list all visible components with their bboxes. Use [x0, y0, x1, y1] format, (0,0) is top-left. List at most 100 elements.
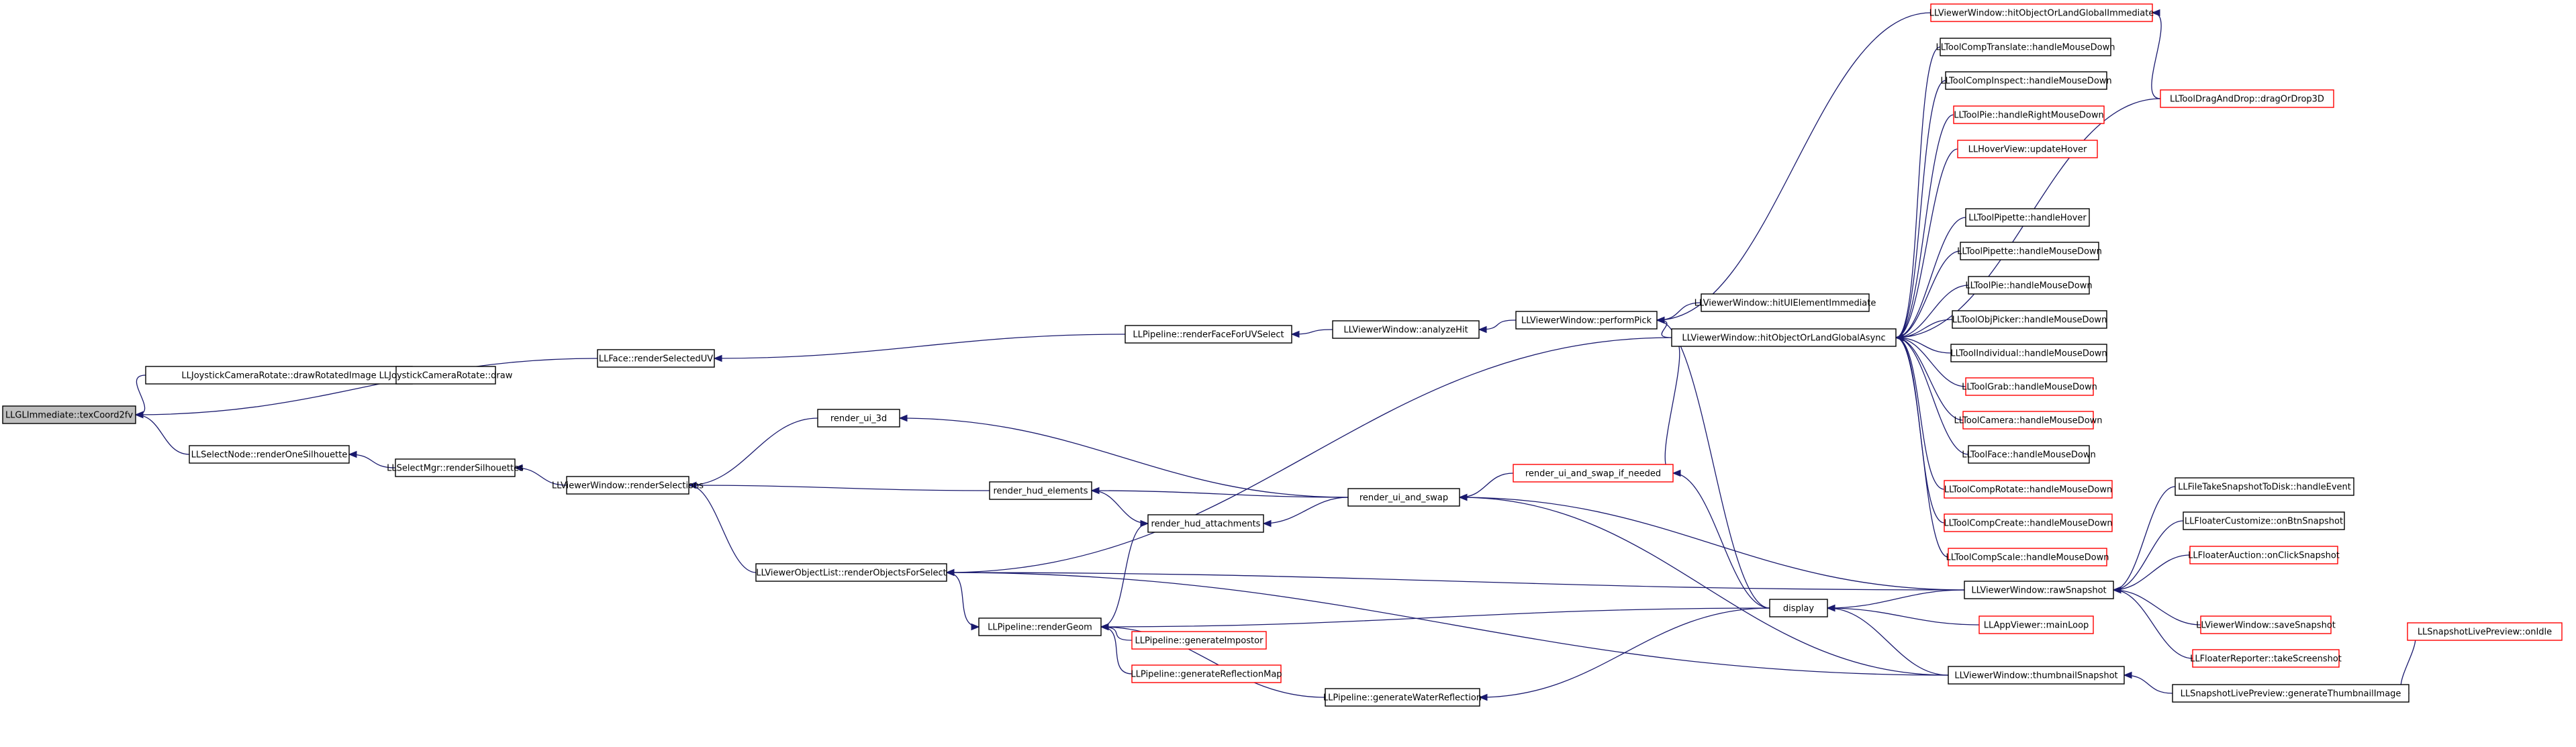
edge-ui3d-to-vwSel — [687, 417, 818, 489]
node-t_ctrans[interactable]: LLToolCompTranslate::handleMouseDown — [1936, 38, 2115, 56]
node-water[interactable]: LLPipeline::generateWaterReflection — [1323, 688, 1482, 707]
edge-mainLoop-to-display — [1826, 604, 1980, 626]
node-faceSel[interactable]: LLFace::renderSelectedUV — [597, 349, 715, 368]
edge-uiSwap-to-hudAtt — [1262, 497, 1349, 528]
edge-line — [1656, 319, 1770, 609]
node-t_hover[interactable]: LLHoverView::updateHover — [1957, 140, 2098, 158]
node-t_grab[interactable]: LLToolGrab::handleMouseDown — [1962, 377, 2097, 396]
edge-line — [946, 572, 1949, 676]
node-selSil[interactable]: LLSelectNode::renderOneSilhouette — [189, 445, 350, 464]
node-box — [2407, 622, 2563, 641]
node-box — [2175, 477, 2354, 496]
node-fCust[interactable]: LLFloaterCustomize::onBtnSnapshot — [2183, 511, 2345, 530]
node-mainLoop[interactable]: LLAppViewer::mainLoop — [1978, 615, 2094, 634]
node-joyDraw[interactable]: LLJoystickCameraRotate::drawRotatedImage — [145, 366, 413, 385]
node-joyDraw2[interactable]: LLJoystickCameraRotate::draw — [379, 366, 513, 385]
node-faceUV[interactable]: LLPipeline::renderFaceForUVSelect — [1125, 325, 1292, 344]
node-label: LLPipeline::generateWaterReflection — [1323, 693, 1482, 703]
node-fRep[interactable]: LLFloaterReporter::takeScreenshot — [2190, 649, 2342, 668]
node-label: LLFloaterAuction::onClickSnapshot — [2188, 551, 2340, 561]
node-t_indiv[interactable]: LLToolIndividual::handleMouseDown — [1950, 344, 2107, 362]
node-display[interactable]: display — [1769, 599, 1828, 617]
node-ui3d[interactable]: render_ui_3d — [817, 409, 900, 428]
node-label: LLToolPie::handleMouseDown — [1965, 281, 2092, 291]
node-reflMap[interactable]: LLPipeline::generateReflectionMap — [1131, 664, 1282, 683]
node-label: LLToolCompInspect::handleMouseDown — [1940, 77, 2111, 87]
edge-line — [688, 417, 818, 486]
node-selMgr[interactable]: LLSelectMgr::renderSilhouettes — [387, 458, 524, 477]
edge-layer — [134, 9, 2416, 701]
edge-display-to-performPick — [1656, 316, 1770, 609]
node-box — [989, 481, 1092, 500]
node-box — [1701, 293, 1870, 312]
node-vwSave[interactable]: LLViewerWindow::saveSnapshot — [2196, 615, 2336, 634]
node-thumbSnap[interactable]: LLViewerWindow::thumbnailSnapshot — [1948, 666, 2125, 685]
arrowhead — [1458, 493, 1468, 501]
node-hudEl[interactable]: render_hud_elements — [989, 481, 1092, 500]
node-geom[interactable]: LLPipeline::renderGeom — [978, 617, 1102, 636]
node-hitUI[interactable]: LLViewerWindow::hitUIElementImmediate — [1695, 293, 1876, 312]
node-uiSwapIf[interactable]: render_ui_and_swap_if_needed — [1513, 464, 1674, 483]
edge-line — [1656, 12, 1931, 321]
node-box — [145, 366, 413, 385]
node-label: LLToolGrab::handleMouseDown — [1962, 383, 2097, 393]
node-volList[interactable]: LLViewerObjectList::renderObjectsForSele… — [755, 563, 947, 582]
node-fAuct[interactable]: LLFloaterAuction::onClickSnapshot — [2188, 546, 2340, 564]
edge-fRep-to-rawSnap — [2112, 586, 2193, 659]
node-t_cscale[interactable]: LLToolCompScale::handleMouseDown — [1946, 548, 2109, 566]
node-t_pipD[interactable]: LLToolPipette::handleMouseDown — [1957, 242, 2102, 260]
node-hitAsync[interactable]: LLViewerWindow::hitObjectOrLandGlobalAsy… — [1671, 328, 1897, 347]
edge-hudAtt-to-hudEl — [1090, 487, 1149, 524]
node-box — [755, 563, 947, 582]
node-box — [1968, 276, 2090, 295]
node-box — [978, 617, 1102, 636]
edge-uiSwap-to-ui3d — [898, 414, 1349, 498]
node-box — [1131, 664, 1282, 683]
node-t_cinsp[interactable]: LLToolCompInspect::handleMouseDown — [1940, 71, 2112, 90]
edge-line — [1459, 472, 1514, 498]
node-t_ccreate[interactable]: LLToolCompCreate::handleMouseDown — [1944, 513, 2113, 532]
node-t_pieD[interactable]: LLToolPie::handleMouseDown — [1965, 276, 2093, 295]
edge-t_cscale-to-hitAsync — [1895, 334, 1949, 558]
node-label: LLGLImmediate::texCoord2fv — [5, 411, 133, 421]
node-t_face[interactable]: LLToolFace::handleMouseDown — [1962, 445, 2096, 464]
node-dragDrop[interactable]: LLToolDragAndDrop::dragOrDrop3D — [2160, 89, 2334, 108]
node-t_pipH[interactable]: LLToolPipette::handleHover — [1965, 208, 2090, 227]
arrowhead — [687, 481, 697, 489]
node-fTake[interactable]: LLFileTakeSnapshotToDisk::handleEvent — [2175, 477, 2354, 496]
node-label: LLPipeline::generateReflectionMap — [1131, 670, 1282, 680]
node-label: LLToolPipette::handleMouseDown — [1957, 247, 2102, 257]
node-rawSnap[interactable]: LLViewerWindow::rawSnapshot — [1964, 581, 2114, 599]
node-vwSel[interactable]: LLViewerWindow::renderSelections — [552, 476, 704, 495]
node-box — [1944, 480, 2113, 499]
edge-line — [1895, 337, 1966, 387]
arrowhead — [971, 623, 980, 631]
node-t_crot[interactable]: LLToolCompRotate::handleMouseDown — [1944, 480, 2113, 499]
edge-line — [946, 572, 1965, 591]
node-genThumb[interactable]: LLSnapshotLivePreview::generateThumbnail… — [2172, 684, 2410, 703]
node-t_cam[interactable]: LLToolCamera::handleMouseDown — [1954, 411, 2103, 430]
node-hitImm[interactable]: LLViewerWindow::hitObjectOrLandGlobalImm… — [1929, 3, 2154, 22]
node-label: LLViewerWindow::analyzeHit — [1343, 326, 1468, 336]
edge-volList-to-geom — [946, 572, 980, 631]
node-label: LLToolCompTranslate::handleMouseDown — [1936, 43, 2115, 53]
edge-line — [688, 485, 990, 491]
node-uiSwap[interactable]: render_ui_and_swap — [1347, 488, 1460, 507]
node-analyzeHit[interactable]: LLViewerWindow::analyzeHit — [1332, 320, 1480, 339]
node-box — [1948, 666, 2125, 685]
node-impostor[interactable]: LLPipeline::generateImpostor — [1131, 631, 1267, 650]
node-tex[interactable]: LLGLImmediate::texCoord2fv — [2, 405, 136, 424]
node-hudAtt[interactable]: render_hud_attachments — [1147, 514, 1264, 533]
node-t_objp[interactable]: LLToolObjPicker::handleMouseDown — [1952, 310, 2107, 329]
node-box — [1940, 38, 2111, 56]
arrowhead — [1290, 330, 1300, 338]
node-t_pieR[interactable]: LLToolPie::handleRightMouseDown — [1953, 105, 2105, 124]
edge-line — [1895, 285, 1969, 338]
node-onIdle[interactable]: LLSnapshotLivePreview::onIdle — [2407, 622, 2563, 641]
node-box — [1944, 513, 2113, 532]
node-label: render_ui_3d — [830, 414, 887, 424]
node-box — [1965, 377, 2094, 396]
node-performPick[interactable]: LLViewerWindow::performPick — [1515, 311, 1658, 330]
edge-display-to-water — [1478, 607, 1770, 701]
